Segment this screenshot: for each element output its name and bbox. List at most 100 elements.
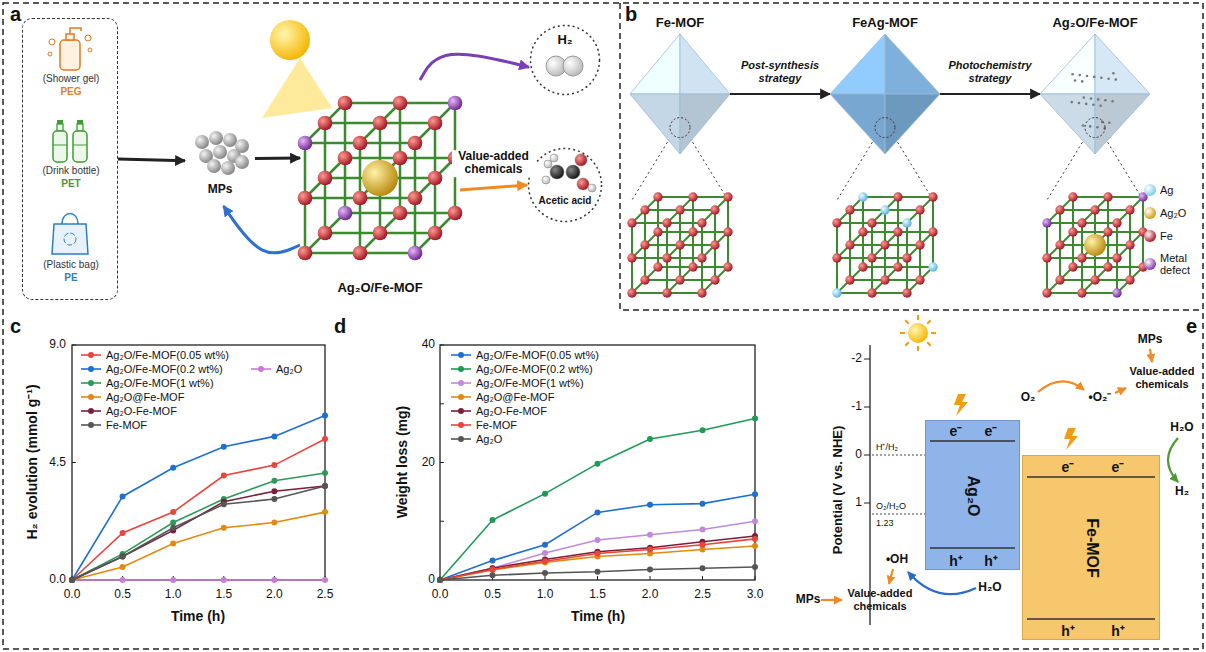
edge-label: Photochemistry strategy xyxy=(940,59,1040,84)
data-point xyxy=(322,413,328,419)
species-label: H₂O xyxy=(978,581,1001,595)
atom xyxy=(544,160,552,168)
tick-label: 3.0 xyxy=(747,588,764,602)
tick xyxy=(597,576,598,580)
fe-atom xyxy=(1077,288,1086,297)
fe-atom xyxy=(428,171,443,186)
ag-atom xyxy=(858,192,867,201)
fe-atom xyxy=(915,205,924,214)
fe-atom xyxy=(723,227,732,236)
data-point xyxy=(69,577,75,583)
bubble xyxy=(85,35,91,41)
tick-label: 0.0 xyxy=(432,588,449,602)
node-text: e⁻ xyxy=(1112,459,1125,475)
microplastic xyxy=(195,135,209,149)
node-text: h⁺ xyxy=(1061,623,1075,639)
tick-label: 0.0 xyxy=(64,588,81,602)
data-point xyxy=(271,488,277,494)
tick xyxy=(440,345,444,346)
data-point xyxy=(542,558,548,564)
data-point xyxy=(700,526,706,532)
lattice-bond xyxy=(1117,197,1143,223)
legend-item: Ag₂O xyxy=(1144,207,1186,219)
data-series xyxy=(440,539,755,580)
tick xyxy=(545,576,546,580)
data-series xyxy=(440,546,755,580)
tick xyxy=(440,462,444,463)
legend-line-sample xyxy=(80,420,102,430)
h-atom xyxy=(563,56,583,76)
fe-atom xyxy=(353,246,368,261)
panel-letter: b xyxy=(625,3,637,26)
fe-atom xyxy=(373,226,388,241)
octahedron xyxy=(830,34,940,154)
data-point xyxy=(322,436,328,442)
fe-atom xyxy=(893,227,902,236)
data-point xyxy=(490,567,496,573)
fe-atom xyxy=(1125,275,1134,284)
tick xyxy=(440,521,444,522)
ag-atom xyxy=(832,288,841,297)
data-point xyxy=(221,525,227,531)
atom xyxy=(575,154,587,166)
data-point xyxy=(170,577,176,583)
legend-line-sample xyxy=(450,350,472,360)
mof-octahedron: FeAg-MOF xyxy=(830,14,940,154)
data-point xyxy=(437,577,443,583)
legend-marker xyxy=(88,366,94,372)
fe-atom xyxy=(662,253,671,262)
plastic-bag xyxy=(52,224,88,254)
lattice-bond xyxy=(1117,267,1143,293)
redox-level-label: 1.23 xyxy=(876,518,894,528)
legend-item: Ag₂O xyxy=(450,433,502,445)
lattice-bond xyxy=(360,103,400,143)
legend-marker xyxy=(458,352,464,358)
lattice-bond xyxy=(872,197,898,223)
fe-atom xyxy=(627,253,636,262)
ag-atom xyxy=(880,205,889,214)
axis-title: Potential (V vs. NHE) xyxy=(831,426,846,555)
data-series xyxy=(72,579,325,581)
legend-marker xyxy=(258,366,264,372)
tick-label: 2.0 xyxy=(642,588,659,602)
panel-letter: e xyxy=(1186,315,1197,338)
plot-frame xyxy=(440,345,755,580)
tick-label: 9.0 xyxy=(49,338,66,352)
node-text: e⁻ xyxy=(950,423,963,439)
microplastic xyxy=(213,145,227,159)
data-series xyxy=(72,473,325,580)
data-point xyxy=(542,550,548,556)
light-beam xyxy=(262,58,332,118)
lattice-bond xyxy=(837,232,863,258)
product-circle: Acetic acid xyxy=(527,147,603,223)
fe-atom xyxy=(675,240,684,249)
fe-atom xyxy=(710,205,719,214)
legend-item: Metal defect xyxy=(1144,252,1204,276)
reaction-arrow xyxy=(1038,381,1084,392)
data-point xyxy=(542,491,548,497)
ag2o-dot xyxy=(1112,72,1115,75)
ag2o-dot xyxy=(1097,98,1100,101)
legend-text: Ag₂O-Fe-MOF xyxy=(106,405,177,417)
ag2o-dot xyxy=(1079,74,1082,77)
lattice-bond xyxy=(667,197,693,223)
data-point xyxy=(69,577,75,583)
bottle-label xyxy=(73,145,87,146)
band-edge xyxy=(930,440,1015,442)
legend-marker xyxy=(88,408,94,414)
fe-atom xyxy=(723,262,732,271)
ag2o-dot xyxy=(1071,101,1074,104)
fe-atom xyxy=(845,240,854,249)
connector-arrow xyxy=(420,54,529,80)
ag2o-dot xyxy=(1099,104,1102,107)
redox-level-label: O₂/H₂O xyxy=(876,501,906,511)
data-point xyxy=(595,569,601,575)
legend-text: Ag₂O xyxy=(1160,207,1186,219)
legend-text: Fe xyxy=(1160,230,1173,242)
data-series xyxy=(72,486,325,580)
node-text: h⁺ xyxy=(984,553,998,569)
ag-atom xyxy=(902,218,911,227)
tick-label: 0.5 xyxy=(484,588,501,602)
legend-item: Ag₂O/Fe-MOF(0.2 wt%) xyxy=(80,363,223,375)
lattice-bond xyxy=(1047,197,1073,223)
